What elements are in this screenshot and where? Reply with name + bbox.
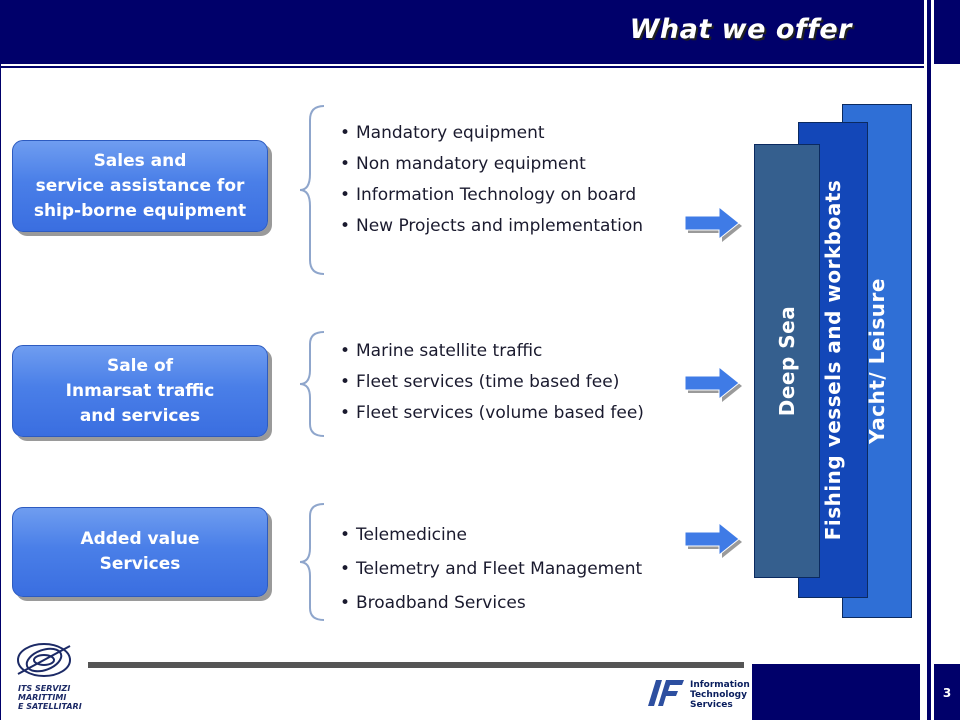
right-divider [927, 0, 931, 720]
box-line: ship-borne equipment [33, 200, 247, 221]
header-corner-block [934, 0, 960, 64]
curly-brace-icon [299, 105, 325, 275]
page-number-box: 3 [934, 664, 960, 720]
right-arrow-icon [684, 206, 742, 242]
page-number: 3 [942, 686, 952, 700]
segment-label: Fishing vessels and workboats [821, 179, 845, 541]
box-line: Inmarsat traffic [65, 380, 215, 401]
header-bar: What we offer [0, 0, 924, 64]
logo-line: Information [690, 680, 750, 690]
offer-list-equipment: Mandatory equipment Non mandatory equipm… [340, 118, 643, 242]
box-line: Services [99, 554, 181, 574]
box-line: Sale of [106, 355, 174, 376]
offer-box-added-value: Added value Services [12, 507, 268, 597]
box-line: Sales and [93, 150, 187, 171]
header-underline [0, 66, 924, 68]
footer-rule [88, 662, 744, 668]
list-item: Non mandatory equipment [340, 149, 643, 180]
offer-box-sales-assistance: Sales and service assistance for ship-bo… [12, 140, 268, 232]
list-item: Information Technology on board [340, 180, 643, 211]
its-logo-icon [17, 643, 71, 677]
segment-deep-sea: Deep Sea [754, 144, 820, 578]
curly-brace-icon [299, 331, 325, 437]
logo-line: Technology [690, 690, 747, 700]
segment-label: Deep Sea [775, 305, 799, 417]
footer-block [752, 664, 920, 720]
list-item: Telemedicine [340, 518, 642, 552]
list-item: New Projects and implementation [340, 211, 643, 242]
list-item: Mandatory equipment [340, 118, 643, 149]
logo-line: MARITTIMI [18, 693, 67, 702]
logo-line: E SATELLITARI [18, 702, 82, 711]
logo-line: ITS SERVIZI [18, 684, 71, 693]
list-item: Telemetry and Fleet Management [340, 552, 642, 586]
list-item: Fleet services (volume based fee) [340, 398, 644, 429]
its-mark-icon [648, 680, 684, 706]
list-item: Marine satellite traffic [340, 336, 644, 367]
list-item: Broadband Services [340, 586, 642, 620]
right-arrow-icon [684, 366, 742, 402]
offer-list-added-value: Telemedicine Telemetry and Fleet Managem… [340, 518, 642, 620]
segment-label: Yacht/ Leisure [865, 278, 889, 444]
box-line: and services [79, 405, 201, 426]
left-border [0, 0, 1, 720]
right-arrow-icon [684, 522, 742, 558]
box-line: service assistance for [35, 175, 245, 196]
its-services-label: Information Technology Services [690, 680, 750, 710]
curly-brace-icon [299, 503, 325, 621]
box-line: Added value [80, 529, 200, 549]
its-logo-label: ITS SERVIZI MARITTIMI E SATELLITARI [18, 684, 82, 711]
offer-list-traffic: Marine satellite traffic Fleet services … [340, 336, 644, 429]
page-title: What we offer [629, 14, 852, 45]
logo-line: Services [690, 700, 733, 710]
offer-box-inmarsat-traffic: Sale of Inmarsat traffic and services [12, 345, 268, 437]
list-item: Fleet services (time based fee) [340, 367, 644, 398]
